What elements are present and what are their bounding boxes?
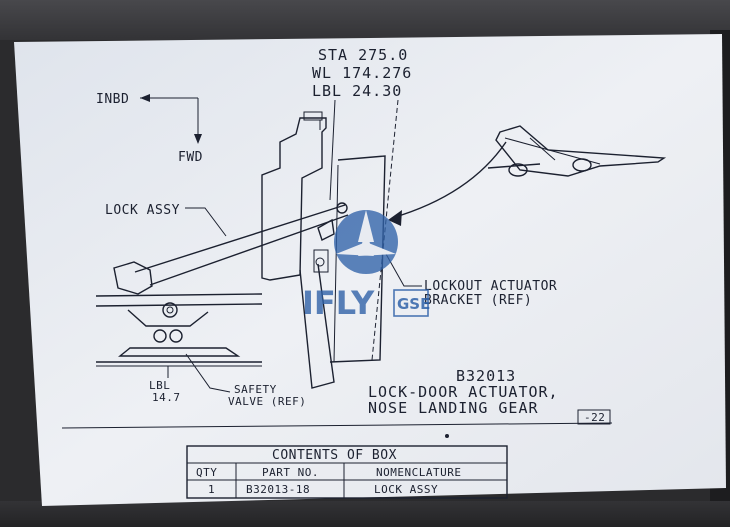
leader-arrow-icon bbox=[388, 210, 402, 226]
lockout-bracket-callout: LOCKOUT ACTUATOR BRACKET (REF) bbox=[385, 253, 557, 308]
frame-top bbox=[0, 0, 730, 40]
station-ref-line bbox=[329, 99, 336, 201]
dot-mark bbox=[445, 434, 449, 438]
contents-table: CONTENTS OF BOX QTY PART NO. NOMENCLATUR… bbox=[186, 445, 508, 499]
table-header-part-no: PART NO. bbox=[262, 466, 319, 479]
table-cell-part-no: B32013-18 bbox=[246, 483, 310, 496]
inset-leader bbox=[391, 141, 507, 219]
aircraft-inset bbox=[487, 125, 667, 177]
station-label: WL 174.276 bbox=[312, 64, 412, 82]
watermark-brand: IFLY bbox=[302, 284, 375, 322]
safety-valve-callout: SAFETY VALVE (REF) bbox=[185, 353, 306, 408]
station-label: LBL 24.30 bbox=[312, 82, 402, 100]
table-header-nomenclature: NOMENCLATURE bbox=[376, 466, 461, 479]
lock-assy-arm bbox=[113, 202, 349, 389]
diagram-label: SAFETY bbox=[234, 383, 277, 396]
diagram-label: NOSE LANDING GEAR bbox=[368, 399, 539, 417]
page-rule bbox=[61, 422, 613, 429]
diagram-label: BRACKET (REF) bbox=[424, 293, 532, 308]
watermark-suffix: GSE bbox=[397, 295, 430, 313]
base-structure bbox=[95, 293, 263, 367]
watermark: IFLY GSE bbox=[302, 210, 430, 322]
frame-bottom bbox=[0, 501, 730, 527]
contents-table-title: CONTENTS OF BOX bbox=[272, 448, 397, 463]
diagram-label: LBL bbox=[149, 379, 170, 392]
lbl-callout: LBL 14.7 bbox=[149, 366, 181, 404]
page-ref: -22 bbox=[584, 411, 605, 424]
diagram-label: LOCK-DOOR ACTUATOR, bbox=[368, 383, 559, 401]
inbd-label: INBD bbox=[96, 92, 129, 107]
table-cell-qty: 1 bbox=[208, 483, 215, 496]
lock-assy-callout: LOCK ASSY bbox=[105, 203, 227, 237]
diagram-label: LOCK ASSY bbox=[105, 203, 180, 218]
diagram-label: LOCKOUT ACTUATOR bbox=[424, 279, 557, 294]
diagram-label: VALVE (REF) bbox=[228, 395, 306, 408]
table-cell-nomenclature: LOCK ASSY bbox=[374, 483, 438, 496]
station-label: STA 275.0 bbox=[318, 46, 408, 64]
diagram-label: B32013 bbox=[456, 367, 516, 385]
page-ref-box bbox=[577, 409, 611, 425]
part-title: B32013 LOCK-DOOR ACTUATOR, NOSE LANDING … bbox=[368, 367, 559, 417]
station-labels: STA 275.0 WL 174.276 LBL 24.30 bbox=[312, 46, 412, 100]
diagram-label: 14.7 bbox=[152, 391, 181, 404]
fwd-arrow-icon bbox=[194, 134, 202, 144]
inbd-arrow-icon bbox=[140, 94, 150, 102]
table-header-qty: QTY bbox=[196, 466, 217, 479]
direction-indicator: INBD FWD bbox=[96, 92, 203, 165]
fwd-label: FWD bbox=[178, 150, 203, 165]
